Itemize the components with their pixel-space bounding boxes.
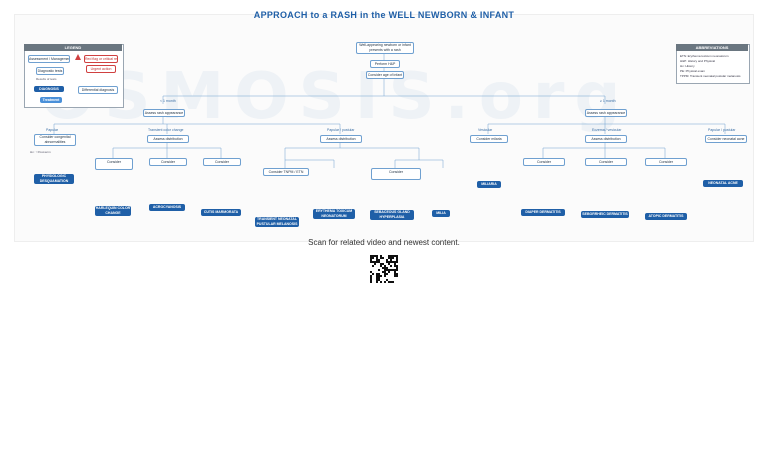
node-rash-appearance: Assess rash appearance: [143, 109, 185, 117]
legend-heading: LEGEND: [24, 44, 122, 51]
diagnosis-acrocyanosis: ACROCYANOSIS: [149, 204, 185, 211]
branch-label: < 1 month: [160, 99, 176, 103]
node-distribution: Assess distribution: [585, 135, 627, 143]
node-start: Well-appearing newborn or infant present…: [356, 42, 414, 54]
diagnosis-etn: ERYTHEMA TOXICUM NEONATORUM: [313, 209, 355, 219]
node-hp: Perform H&P: [370, 60, 400, 68]
branch-label: ≥ 1 month: [600, 99, 616, 103]
warning-icon: [75, 54, 81, 60]
abbreviations-heading: ABBREVIATIONS: [676, 44, 748, 51]
node-rash-appearance: Assess rash appearance: [585, 109, 627, 117]
node-acrocyanosis-check: Consider: [149, 158, 187, 166]
node-miliaria: Consider milaria: [470, 135, 508, 143]
abbreviation-line: ETN: Erythema toxicum neonatorum: [680, 54, 729, 58]
node-age: Consider age of infant: [366, 71, 404, 79]
legend-item: Treatment: [40, 97, 62, 103]
node-distribution: Assess distribution: [320, 135, 362, 143]
scan-caption: Scan for related video and newest conten…: [308, 238, 460, 247]
branch-label: Eczema / vesicular: [592, 128, 622, 132]
diagnosis-diaper-dermatitis: DIAPER DERMATITIS: [521, 209, 565, 216]
abbreviation-line: H&P: History and Physical: [680, 59, 716, 63]
legend-item: Differential diagnosis: [78, 86, 118, 94]
node-harlequin-check: Consider: [95, 158, 133, 170]
legend-item: Red flag or critical result: [84, 55, 118, 63]
diagnosis-tnpm: TRANSIENT NEONATAL PUSTULAR MELANOSIS: [255, 217, 299, 227]
legend-item: Results of tests: [36, 77, 57, 81]
diagnosis-sebaceous: SEBACEOUS GLAND HYPERPLASIA: [370, 210, 414, 220]
branch-label: Papular / pustular: [708, 128, 736, 132]
branch-label: Papular / pustular: [327, 128, 355, 132]
node-seborrheic-check: Consider: [585, 158, 627, 166]
abbreviation-line: Hx: History: [680, 64, 695, 68]
legend-item: Assessment / Management: [28, 55, 70, 63]
diagnosis-harlequin: HARLEQUIN COLOR CHANGE: [95, 206, 131, 216]
diagnosis-neonatal-acne: NEONATAL ACNE: [703, 180, 743, 187]
abbreviation-line: PE: Physical exam: [680, 69, 706, 73]
diagnosis-milia: MILIA: [432, 210, 450, 217]
legend-item: Urgent action: [86, 65, 116, 73]
diagnosis-atopic-dermatitis: ATOPIC DERMATITIS: [645, 213, 687, 220]
node-tppm-etn: Consider TNPM / ETN: [263, 168, 309, 176]
diagram-title: APPROACH to a RASH in the WELL NEWBORN &…: [253, 10, 515, 20]
node-atopic-check: Consider: [645, 158, 687, 166]
node-diaper-check: Consider: [523, 158, 565, 166]
branch-label: Transient color change: [148, 128, 184, 132]
node-distribution: Assess distribution: [147, 135, 189, 143]
legend-item: DIAGNOSIS: [34, 86, 64, 92]
abbreviation-line: TPPM: Transient neonatal pustular melano…: [680, 74, 741, 78]
diagnosis-cutis-marmorata: CUTIS MARMORATA: [201, 209, 241, 216]
legend-item: Diagnostic tests: [36, 67, 64, 75]
diagnosis-miliaria: MILIARIA: [477, 181, 501, 188]
note: Hx: ↑ Post-term: [30, 150, 51, 154]
branch-label: Papular: [46, 128, 59, 132]
node-congenital: Consider congenital abnormalities: [34, 134, 76, 146]
watermark: OSMOSIS.org: [40, 60, 631, 134]
diagnosis-seborrheic-dermatitis: SEBORRHEIC DERMATITIS: [581, 211, 629, 218]
node-cutis-check: Consider: [203, 158, 241, 166]
node-acne: Consider neonatal acne: [705, 135, 747, 143]
diagnosis-physiologic-desquamation: PHYSIOLOGIC DESQUAMATION: [34, 174, 74, 184]
branch-label: Vesicular: [478, 128, 493, 132]
qr-code[interactable]: [370, 255, 398, 283]
node-sebaceous: Consider: [371, 168, 421, 180]
